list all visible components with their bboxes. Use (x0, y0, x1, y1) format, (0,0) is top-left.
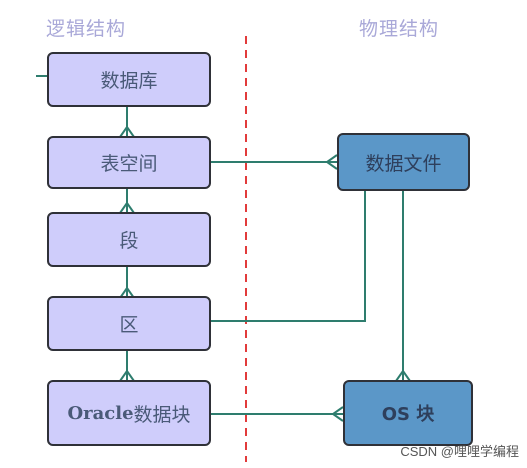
oracle-block-node: Oracle 数据块 (47, 380, 211, 446)
os-block-node: OS 块 (343, 380, 473, 446)
segment-label: 段 (119, 230, 139, 252)
tablespace-label: 表空间 (100, 153, 158, 175)
watermark: CSDN @哩哩学编程 (400, 444, 519, 459)
logical-structure-heading: 逻辑结构 (46, 18, 127, 40)
oracle-block-prefix: Oracle (67, 402, 134, 424)
database-node: 数据库 (47, 52, 211, 107)
extent-datafile-link (210, 190, 366, 322)
extent-node: 区 (47, 296, 211, 351)
segment-extent-crowfoot (119, 286, 135, 299)
extent-label: 区 (119, 314, 139, 336)
block-osblock-crowfoot (331, 406, 344, 422)
datafile-label: 数据文件 (365, 152, 442, 175)
tablespace-datafile-crowfoot (325, 154, 338, 170)
db-tablespace-crowfoot (119, 125, 135, 138)
tablespace-node: 表空间 (47, 136, 211, 189)
segment-node: 段 (47, 212, 211, 267)
physical-structure-heading: 物理结构 (359, 18, 440, 40)
os-block-label: OS 块 (381, 404, 435, 425)
datafile-osblock-crowfoot (395, 369, 411, 382)
datafile-node: 数据文件 (337, 133, 470, 191)
database-label: 数据库 (100, 70, 158, 92)
tablespace-segment-crowfoot (119, 201, 135, 214)
oracle-block-suffix: 数据块 (133, 403, 191, 426)
extent-block-crowfoot (119, 369, 135, 382)
